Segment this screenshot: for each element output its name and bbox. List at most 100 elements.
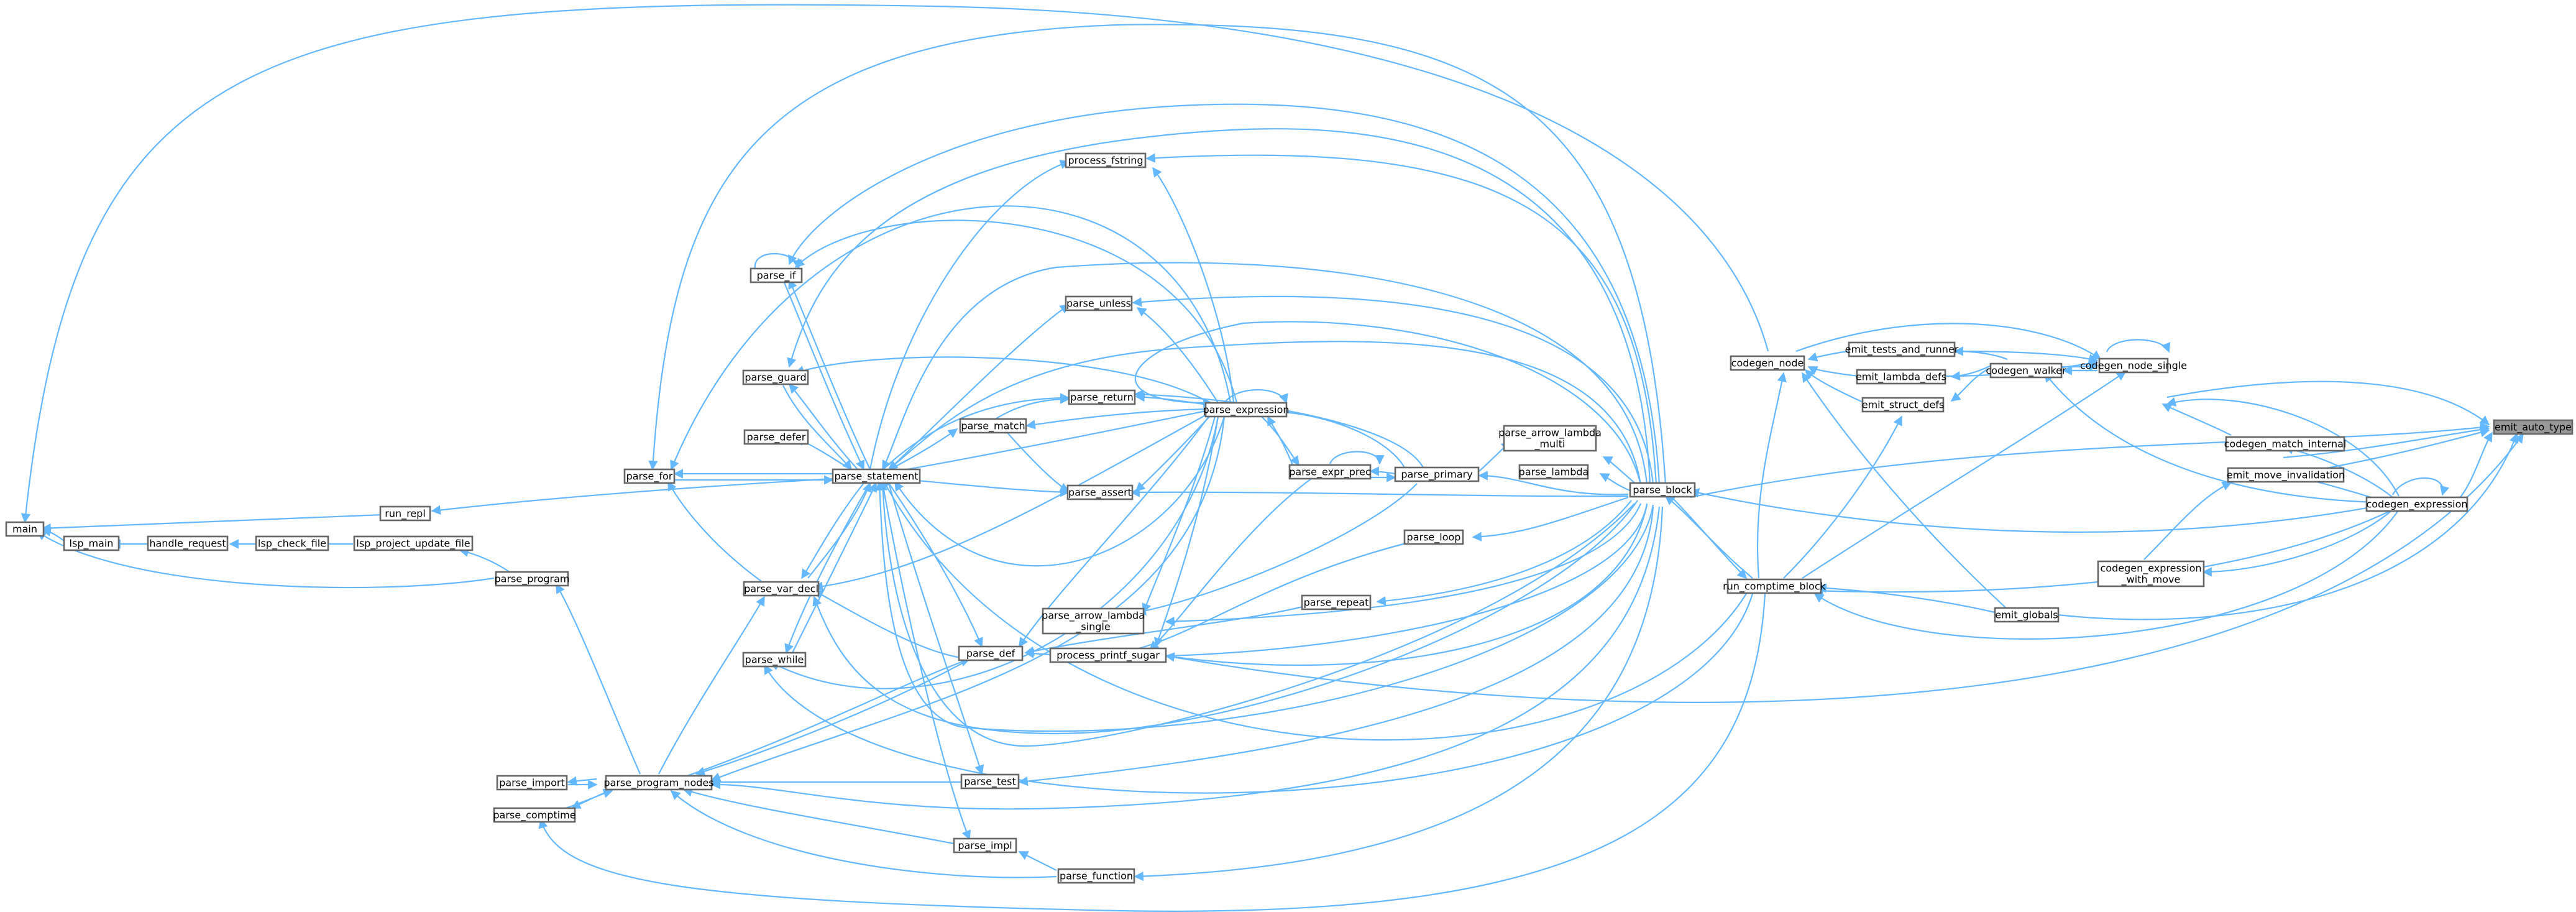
edge-run-comptime-to-node-single	[1802, 371, 2127, 579]
node-parse-expression[interactable]: parse_expression	[1203, 402, 1290, 418]
node-run-comptime-block[interactable]: run_comptime_block	[1723, 578, 1827, 594]
node-parse-match[interactable]: parse_match	[959, 418, 1027, 434]
node-process-fstring[interactable]: process_fstring	[1065, 152, 1147, 168]
node-parse-block[interactable]: parse_block	[1629, 482, 1696, 498]
node-box	[1726, 578, 1822, 594]
node-box	[1629, 482, 1696, 498]
node-box	[960, 773, 1020, 790]
edge-parse-block-to-parse-assert	[1130, 487, 1629, 497]
node-box	[958, 645, 1024, 661]
node-codegen-expression-with-move[interactable]: codegen_expression_with_move	[2097, 560, 2205, 587]
edge-emit-lambda-to-codegen-node	[1807, 366, 1859, 377]
node-label: parse_guard	[745, 372, 806, 384]
node-box	[742, 652, 807, 668]
node-parse-statement[interactable]: parse_statement	[832, 468, 921, 484]
node-lsp-main[interactable]: lsp_main	[63, 535, 120, 551]
node-lsp-project-update-file[interactable]: lsp_project_update_file	[353, 535, 474, 551]
node-parse-for[interactable]: parse_for	[623, 468, 676, 484]
node-parse-loop[interactable]: parse_loop	[1403, 529, 1464, 545]
node-process-printf-sugar[interactable]: process_printf_sugar	[1049, 647, 1167, 663]
node-codegen-node[interactable]: codegen_node	[1730, 355, 1805, 371]
node-emit-globals[interactable]: emit_globals	[1994, 607, 2060, 623]
node-parse-arrow-lambda-single[interactable]: parse_arrow_lambda_single	[1042, 607, 1145, 635]
node-parse-return[interactable]: parse_return	[1068, 389, 1136, 405]
node-box	[1848, 341, 1956, 357]
edge-parse-statement-to-run-repl	[431, 477, 833, 515]
edge-lsp-main-to-main	[41, 527, 65, 541]
node-parse-var-decl[interactable]: parse_var_decl	[743, 581, 820, 597]
node-codegen-match-internal[interactable]: codegen_match_internal	[2224, 436, 2347, 452]
node-box	[1989, 362, 2063, 379]
node-box	[1730, 355, 1805, 371]
node-label: process_printf_sugar	[1057, 650, 1160, 662]
edge-parse-statement-to-process-fstring	[869, 160, 1070, 470]
edge-codegen-expression-to-parse-block	[1689, 488, 2375, 533]
node-emit-tests-and-runner[interactable]: emit_tests_and_runner	[1845, 341, 1959, 357]
edge-emit-tests-to-node-single	[1954, 350, 2099, 364]
node-label: parse_program_nodes	[603, 777, 713, 790]
node-label: lsp_check_file	[258, 538, 326, 550]
edge-parse-expression-to-parse-match	[1025, 408, 1209, 430]
node-parse-program-nodes[interactable]: parse_program_nodes	[603, 775, 714, 791]
node-parse-assert[interactable]: parse_assert	[1066, 484, 1134, 500]
node-parse-function[interactable]: parse_function	[1057, 868, 1135, 884]
node-label: parse_defer	[747, 431, 806, 444]
edge-parse-guard-to-parse-statement	[782, 385, 853, 471]
edge-parse-var-decl-to-parse-for	[667, 481, 762, 582]
node-box	[496, 775, 568, 791]
node-label: codegen_expression	[2366, 499, 2467, 511]
node-parse-primary[interactable]: parse_primary	[1394, 466, 1480, 482]
edge-parse-expression-to-parse-statement-2	[894, 416, 1226, 567]
node-label: main	[12, 523, 37, 535]
node-label: parse_arrow_lambda	[1042, 610, 1145, 622]
node-parse-comptime[interactable]: parse_comptime	[493, 807, 576, 823]
node-parse-program[interactable]: parse_program	[494, 571, 570, 587]
edge-parse-expr-prec-to-parse-expression	[1267, 415, 1294, 466]
node-codegen-walker[interactable]: codegen_walker	[1986, 362, 2066, 379]
edge-codegen-expression-to-run-comptime	[1813, 509, 2400, 640]
edge-run-comptime-to-parse-while	[764, 593, 1754, 794]
node-parse-impl[interactable]: parse_impl	[953, 837, 1017, 854]
node-parse-lambda[interactable]: parse_lambda	[1519, 464, 1589, 480]
node-parse-guard[interactable]: parse_guard	[742, 369, 809, 385]
edge-parse-block-to-parse-guard	[787, 128, 1651, 486]
node-box	[1042, 607, 1145, 635]
node-parse-repeat[interactable]: parse_repeat	[1301, 594, 1372, 610]
node-box	[1301, 594, 1372, 610]
edge-parse-primary-to-parse-expression	[1263, 406, 1405, 468]
edge-parse-expression-to-parse-return	[1135, 392, 1212, 407]
node-label: parse_function	[1060, 870, 1133, 883]
node-codegen-node-single[interactable]: codegen_node_single	[2080, 357, 2187, 374]
edge-codegen-node-to-main	[21, 4, 1769, 523]
node-codegen-expression[interactable]: codegen_expression	[2365, 496, 2468, 512]
node-parse-test[interactable]: parse_test	[960, 773, 1020, 790]
node-run-repl[interactable]: run_repl	[379, 505, 431, 522]
node-parse-import[interactable]: parse_import	[496, 775, 568, 791]
node-parse-while[interactable]: parse_while	[742, 652, 807, 668]
node-label: run_repl	[385, 508, 426, 520]
node-parse-defer[interactable]: parse_defer	[743, 429, 809, 445]
node-emit-auto-type[interactable]: emit_auto_type	[2493, 419, 2574, 435]
node-emit-lambda-defs[interactable]: emit_lambda_defs	[1856, 369, 1946, 385]
node-emit-struct-defs[interactable]: emit_struct_defs	[1861, 397, 1945, 413]
node-label: emit_auto_type	[2495, 421, 2572, 434]
edge-parse-block-to-parse-var-decl	[812, 500, 1638, 735]
edge-codegen-match-internal-to-node-single	[2161, 403, 2232, 436]
node-parse-expr-prec[interactable]: parse_expr_prec	[1288, 464, 1372, 480]
node-main[interactable]: main	[5, 521, 45, 537]
node-handle-request[interactable]: handle_request	[147, 535, 229, 551]
node-box	[2227, 467, 2345, 483]
node-parse-def[interactable]: parse_def	[958, 645, 1024, 661]
node-parse-arrow-lambda-multi[interactable]: parse_arrow_lambda_multi	[1498, 425, 1602, 452]
node-lsp-check-file[interactable]: lsp_check_file	[255, 535, 329, 551]
edge-run-comptime-to-codegen-node	[1756, 372, 1787, 579]
node-label: parse_lambda	[1519, 466, 1589, 479]
edge-program-nodes-to-parse-def	[683, 657, 971, 778]
node-parse-unless[interactable]: parse_unless	[1065, 295, 1133, 311]
node-label: parse_program	[494, 573, 569, 586]
node-emit-move-invalidation[interactable]: emit_move_invalidation	[2227, 467, 2345, 483]
node-box	[1503, 425, 1597, 452]
node-box	[2225, 436, 2345, 452]
node-label: parse_test	[964, 776, 1015, 788]
node-parse-if[interactable]: parse_if	[749, 267, 803, 283]
